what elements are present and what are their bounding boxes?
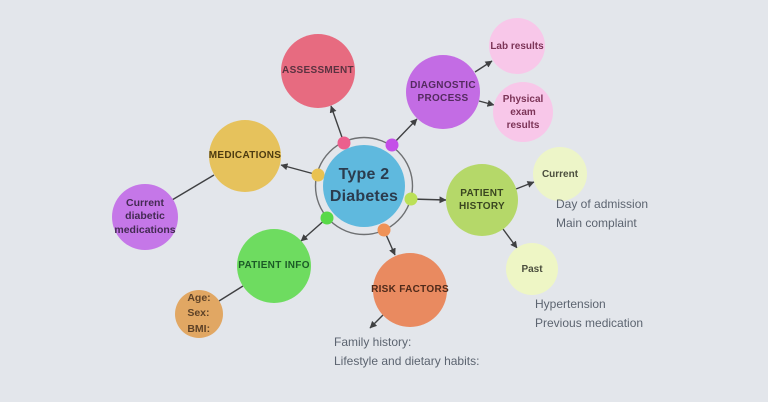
dot-assessment (337, 136, 351, 150)
annotation-line: Previous medication (535, 316, 644, 330)
node-history-current[interactable]: Current (533, 147, 587, 201)
dot-medications (311, 168, 325, 182)
node-patient-info[interactable]: PATIENT INFO (237, 229, 311, 303)
node-physical-exam-results[interactable]: Physical exam results (493, 82, 553, 142)
connector-medications-current-meds (171, 174, 215, 201)
node-patient-history[interactable]: PATIENT HISTORY (446, 164, 518, 236)
dot-history (404, 192, 418, 206)
annotation-line: Main complaint (556, 216, 637, 230)
patient-details-sex: Sex: (187, 307, 210, 320)
center-ring (314, 136, 414, 236)
annotation-history-past[interactable]: Hypertension Previous medication (535, 295, 643, 333)
annotation-line: Lifestyle and dietary habits: (334, 354, 480, 368)
connector-risk-note (369, 314, 384, 329)
node-assessment[interactable]: ASSESSMENT (281, 34, 355, 108)
annotation-line: Day of admission (556, 197, 649, 211)
annotation-risk-factors[interactable]: Family history: Lifestyle and dietary ha… (334, 333, 479, 371)
connector-info-details (218, 285, 244, 302)
node-history-past[interactable]: Past (506, 243, 558, 295)
node-medications[interactable]: MEDICATIONS (209, 120, 281, 192)
dot-diagnostic (385, 138, 399, 152)
node-current-diabetic-medications[interactable]: Current diabetic medications (112, 184, 178, 250)
patient-details-bmi: BMI: (187, 322, 211, 335)
annotation-line: Family history: (334, 335, 412, 349)
connector-diagnostic-lab (474, 60, 493, 73)
connector-center-assessment (329, 105, 345, 144)
connector-history-current (515, 181, 535, 190)
node-lab-results[interactable]: Lab results (489, 18, 545, 74)
patient-details-lines: Age: Sex: BMI: (187, 291, 210, 337)
patient-details-age: Age: (187, 292, 211, 305)
annotation-history-current[interactable]: Day of admission Main complaint (556, 195, 648, 233)
branch-dots (311, 136, 418, 237)
node-patient-details[interactable]: Age: Sex: BMI: (175, 290, 223, 338)
node-diagnostic-process[interactable]: DIAGNOSTIC PROCESS (406, 55, 480, 129)
node-risk-factors[interactable]: RISK FACTORS (371, 253, 449, 327)
connector-history-past (502, 228, 518, 249)
annotation-line: Hypertension (535, 297, 606, 311)
dot-risk (377, 223, 391, 237)
connector-diagnostic-physical (478, 99, 495, 107)
node-center-type2-diabetes[interactable]: Type 2 Diabetes (323, 145, 405, 227)
dot-info (320, 211, 334, 225)
